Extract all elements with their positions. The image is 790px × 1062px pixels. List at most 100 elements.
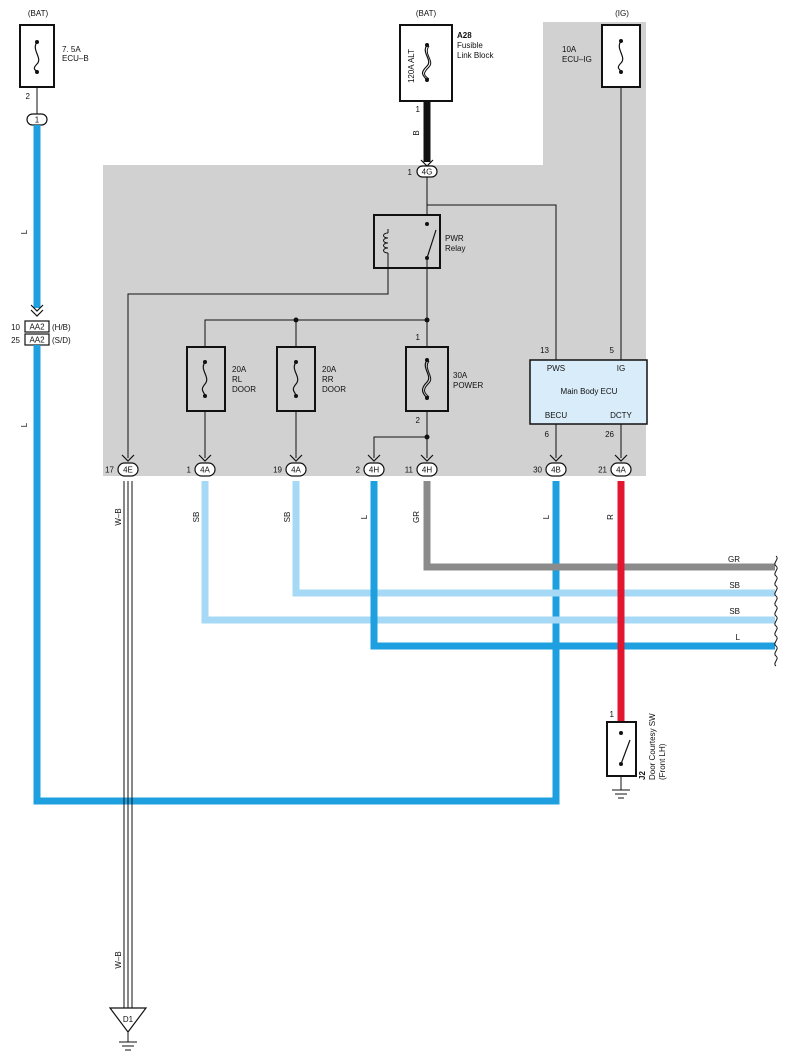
wire-4g-pws bbox=[427, 204, 557, 347]
svg-text:AA2: AA2 bbox=[29, 323, 45, 332]
connector-pin: 30 bbox=[533, 466, 542, 475]
aa2-sd-note: (S/D) bbox=[52, 336, 71, 345]
connector-c4b: 4B 30 bbox=[533, 454, 567, 477]
connector-pin: 1 bbox=[187, 466, 192, 475]
wire-gr bbox=[423, 481, 775, 571]
ecu-pin-ig: IG bbox=[617, 364, 625, 373]
ground-icon-d1 bbox=[119, 1041, 137, 1051]
ecu-pin-num-ig: 5 bbox=[610, 346, 615, 355]
connector-chevrons-aa2 bbox=[30, 304, 44, 317]
connector-4g-pin: 1 bbox=[408, 168, 413, 177]
connector-pin: 21 bbox=[598, 466, 607, 475]
wire-sb-rl bbox=[201, 481, 775, 624]
connector-aa2-sd: AA2 bbox=[24, 333, 50, 346]
relay-label-1: PWR bbox=[445, 234, 464, 243]
ground-d1-label: D1 bbox=[123, 1015, 134, 1024]
wire-label-l-4b: L bbox=[542, 514, 551, 519]
right-label-gr: GR bbox=[728, 555, 740, 564]
aa2-hb-note: (H/B) bbox=[52, 323, 71, 332]
connector-label: 4B bbox=[551, 466, 561, 475]
ecu-pin-num-becu: 6 bbox=[545, 430, 550, 439]
wire-l-4h bbox=[370, 481, 775, 650]
switch-j2-pin: 1 bbox=[610, 710, 615, 719]
connector-aa2-hb: AA2 bbox=[24, 320, 50, 333]
wire-label-b: B bbox=[412, 130, 421, 135]
wire-w-b bbox=[123, 481, 133, 1008]
pwr-relay bbox=[373, 214, 441, 269]
main-body-ecu bbox=[529, 359, 648, 425]
right-label-l: L bbox=[736, 633, 741, 642]
wire-label-wb-1: W–B bbox=[114, 508, 123, 525]
wire-sb-rr bbox=[292, 481, 775, 597]
svg-text:AA2: AA2 bbox=[29, 336, 45, 345]
wire-label-l-4h: L bbox=[360, 514, 369, 519]
fuse-power-pin-bottom: 2 bbox=[416, 416, 421, 425]
connector-pin: 11 bbox=[405, 466, 414, 475]
wire-label-gr: GR bbox=[412, 511, 421, 523]
connector-c4h-11: 4H 11 bbox=[405, 454, 438, 477]
fuse-alt-name-1: Fusible bbox=[457, 41, 483, 50]
door-courtesy-switch bbox=[606, 721, 637, 777]
fuse-ecu-ig-name: ECU–IG bbox=[562, 55, 592, 64]
connector-label: 4H bbox=[369, 466, 379, 475]
fuse-power-line2: POWER bbox=[453, 381, 483, 390]
switch-j2-name-1: Door Courtesy SW bbox=[648, 713, 657, 780]
connector-c4a-1: 4A1 bbox=[187, 454, 216, 477]
fuse-ecu-b-rating: 7. 5A bbox=[62, 45, 81, 54]
svg-text:1: 1 bbox=[35, 116, 40, 125]
fuse-ecu-ig bbox=[601, 24, 641, 88]
fuse-ecu-ig-rating: 10A bbox=[562, 45, 577, 54]
ig-label: (IG) bbox=[615, 9, 629, 18]
connector-pin: 19 bbox=[273, 466, 282, 475]
connector-pin: 17 bbox=[105, 466, 114, 475]
wire-break-marks bbox=[774, 555, 778, 667]
fuse-power-line1: 30A bbox=[453, 371, 468, 380]
ecu-pin-pws: PWS bbox=[547, 364, 565, 373]
connector-c4h-2: 4H 2 bbox=[356, 454, 385, 477]
wire-relay-coil-4e bbox=[127, 257, 389, 458]
fuse-rr-line1: 20A bbox=[322, 365, 337, 374]
aa2-hb-pin: 10 bbox=[11, 323, 20, 332]
bat-left-label: (BAT) bbox=[28, 9, 49, 18]
fuse-alt-name-2: Link Block bbox=[457, 51, 494, 60]
svg-text:4G: 4G bbox=[422, 168, 433, 177]
fuse-rl-line1: 20A bbox=[232, 365, 247, 374]
fuse-ecu-b bbox=[19, 24, 55, 88]
junction-dot-power bbox=[424, 317, 430, 323]
fuse-120a-alt bbox=[399, 24, 453, 102]
aa2-sd-pin: 25 bbox=[11, 336, 20, 345]
fuse-alt-pin: 1 bbox=[416, 105, 421, 114]
wire-label-l-main-2: L bbox=[20, 422, 29, 427]
ground-icon-j2 bbox=[612, 789, 630, 799]
ecu-name: Main Body ECU bbox=[561, 387, 618, 396]
fuse-ecu-b-name: ECU–B bbox=[62, 54, 89, 63]
ecu-pin-num-dcty: 26 bbox=[605, 430, 614, 439]
switch-j2-code: J2 bbox=[638, 771, 647, 780]
wire-label-wb-2: W–B bbox=[114, 951, 123, 968]
ground-point-d1 bbox=[108, 1007, 148, 1033]
wire-bus-door-fuses bbox=[204, 319, 427, 347]
connector-label: 4H bbox=[422, 466, 432, 475]
connector-label: 4A bbox=[291, 466, 301, 475]
fuse-power-pin-top: 1 bbox=[416, 333, 421, 342]
wire-l-main-loop bbox=[33, 345, 560, 805]
ecu-pin-dcty: DCTY bbox=[610, 411, 632, 420]
connector-1: 1 bbox=[26, 113, 48, 126]
junction-dot-rr bbox=[293, 317, 299, 323]
relay-label-2: Relay bbox=[445, 244, 465, 253]
wire-label-r: R bbox=[606, 514, 615, 520]
fuse-alt-rating: 120A ALT bbox=[407, 49, 416, 83]
connector-c4a-19: 4A 19 bbox=[273, 454, 307, 477]
fuse-rr-line2: RR bbox=[322, 375, 334, 384]
wire-power-4h-2 bbox=[373, 436, 427, 458]
fuse-ecu-b-pin: 2 bbox=[26, 92, 31, 101]
fuse-alt-code: A28 bbox=[457, 31, 472, 40]
fuse-rl-line2: RL bbox=[232, 375, 243, 384]
junction-dot-4h bbox=[424, 434, 430, 440]
connector-pin: 2 bbox=[356, 466, 361, 475]
switch-j2-name-2: (Front LH) bbox=[658, 743, 667, 780]
